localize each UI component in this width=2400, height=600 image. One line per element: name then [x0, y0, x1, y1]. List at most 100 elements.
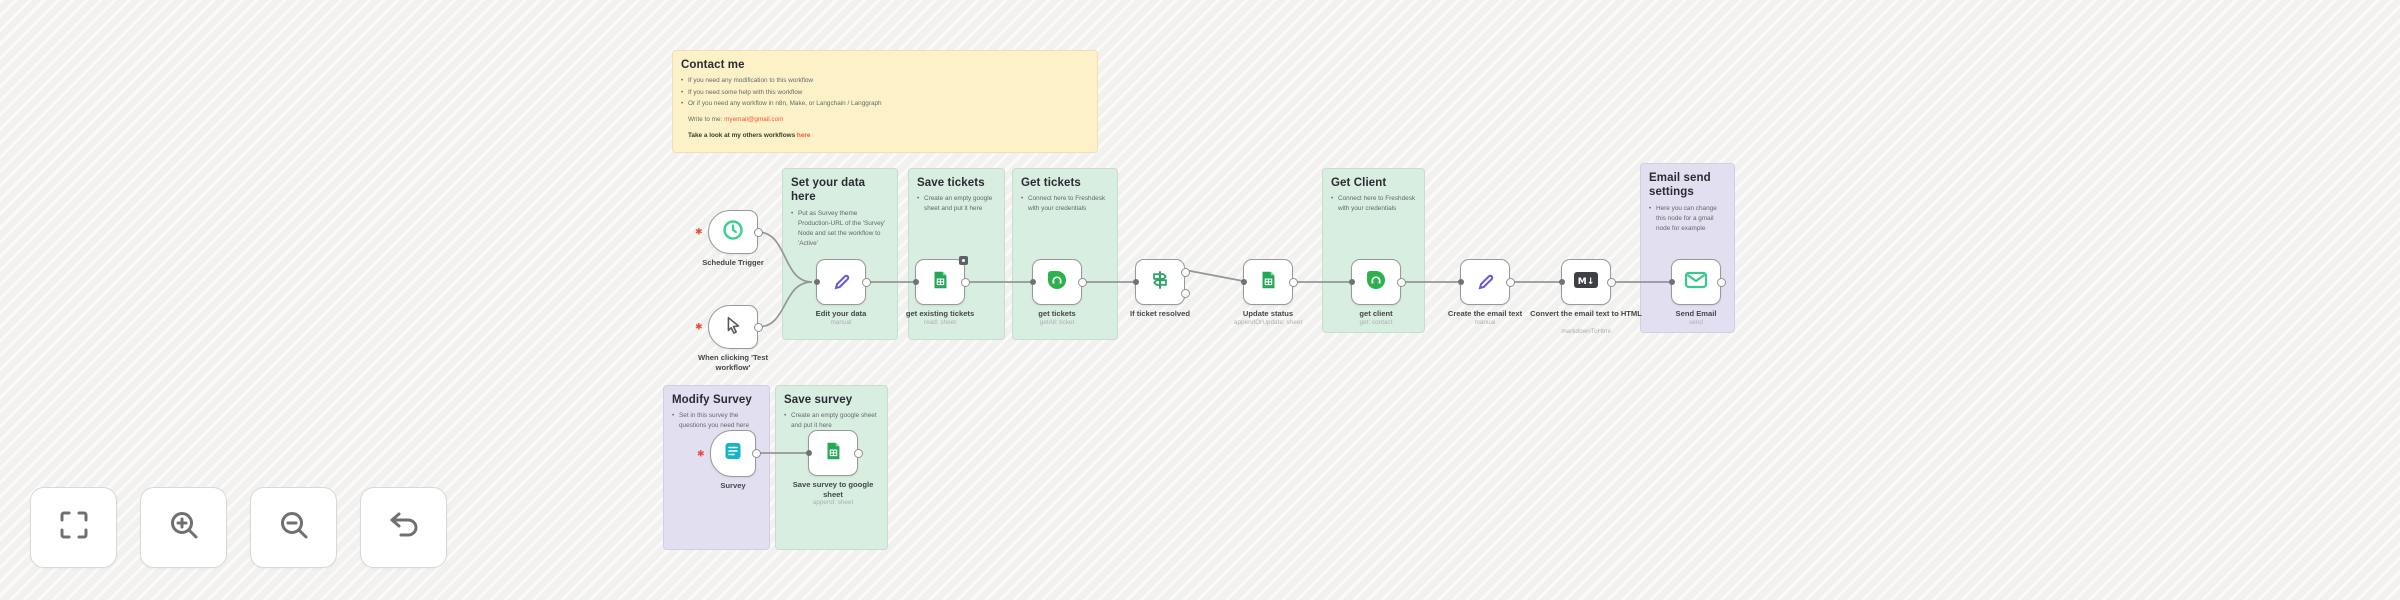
zoom-out-icon [277, 508, 311, 547]
output-port[interactable] [1606, 277, 1616, 287]
sticky-title: Get Client [1331, 177, 1387, 189]
output-port[interactable] [751, 449, 761, 458]
bullet: Or if you need any workflow in n8n, Make… [681, 99, 1089, 109]
freshdesk-icon [1045, 268, 1069, 297]
output-port[interactable] [753, 322, 763, 332]
output-port[interactable] [1288, 277, 1298, 287]
zoom-in-icon [167, 508, 201, 547]
cursor-icon [722, 314, 744, 341]
email-link[interactable]: myemail@gmail.com [724, 116, 784, 124]
write-label: Write to me: [688, 116, 725, 124]
fit-view-button[interactable] [30, 487, 117, 568]
undo-button[interactable] [360, 487, 447, 568]
bullet: Put as Survey theme Production-URL of th… [791, 209, 889, 249]
node-get-existing-tickets[interactable]: get existing tickets read: sheet [906, 256, 974, 326]
pencil-icon [1473, 268, 1497, 297]
google-sheets-icon [929, 269, 951, 296]
sticky-email-send-settings[interactable]: Email send settings Here you can change … [1640, 163, 1735, 333]
node-subtitle: send [1689, 319, 1703, 326]
bullet: Connect here to Freshdesk with your cred… [1331, 194, 1416, 214]
node-send-email[interactable]: Send Email send [1668, 259, 1726, 326]
input-port[interactable] [1668, 279, 1675, 285]
pencil-icon [829, 268, 853, 297]
node-subtitle: manual [830, 319, 852, 326]
node-survey-form-trigger[interactable]: ✱ Survey [697, 430, 761, 490]
svg-text:M↓: M↓ [1578, 277, 1595, 287]
sticky-set-your-data[interactable]: Set your data here Put as Survey theme P… [782, 168, 898, 340]
node-update-status[interactable]: Update status appendOrUpdate: sheet [1234, 259, 1302, 326]
canvas-toolbar [30, 487, 447, 568]
undo-icon [387, 508, 421, 547]
output-port[interactable] [853, 448, 863, 458]
if-signpost-icon [1148, 268, 1172, 297]
sticky-save-tickets[interactable]: Save tickets Create an empty google shee… [908, 168, 1005, 340]
sticky-title: Contact me [681, 59, 745, 71]
sticky-get-tickets[interactable]: Get tickets Connect here to Freshdesk wi… [1012, 168, 1118, 340]
bullet: Here you can change this node for a gmai… [1649, 204, 1726, 234]
output-port[interactable] [1716, 277, 1726, 287]
output-port[interactable] [1505, 277, 1515, 287]
sticky-title: Save tickets [917, 177, 985, 189]
node-subtitle: get: contact [1359, 319, 1393, 326]
output-port-false[interactable] [1180, 289, 1190, 298]
here-link[interactable]: here [796, 132, 811, 140]
issue-marker-icon: ✱ [695, 321, 703, 332]
input-port[interactable] [1240, 279, 1247, 285]
bullet: If you need some help with this workflow [681, 88, 1089, 98]
node-get-tickets[interactable]: get tickets getAll: ticket [1029, 259, 1087, 326]
zoom-out-button[interactable] [250, 487, 337, 568]
bullet: Set in this survey the questions you nee… [672, 411, 761, 431]
footer-label: Take a look at my others workflows [688, 132, 797, 140]
output-port-true[interactable] [1180, 268, 1190, 277]
input-port[interactable] [1558, 279, 1565, 285]
output-port[interactable] [861, 277, 871, 287]
output-port[interactable] [753, 227, 763, 237]
sticky-title: Modify Survey [672, 394, 752, 406]
input-port[interactable] [813, 279, 820, 285]
input-port[interactable] [1348, 279, 1355, 285]
node-if-ticket-resolved[interactable]: If ticket resolved [1130, 259, 1190, 318]
node-manual-trigger[interactable]: ✱ When clicking 'Test workflow' [695, 305, 768, 372]
node-create-email-text[interactable]: Create the email text manual [1448, 259, 1522, 326]
pinned-data-icon [959, 256, 968, 265]
output-port[interactable] [1077, 277, 1087, 287]
node-subtitle: manual [1474, 319, 1496, 326]
node-label: Edit your data [815, 309, 867, 318]
clock-icon [721, 218, 745, 247]
bullet: Connect here to Freshdesk with your cred… [1021, 194, 1109, 214]
node-subtitle: appendOrUpdate: sheet [1233, 319, 1303, 326]
fit-view-icon [57, 508, 91, 547]
sticky-get-client[interactable]: Get Client Connect here to Freshdesk wit… [1322, 168, 1425, 333]
input-port[interactable] [1029, 279, 1036, 285]
input-port[interactable] [805, 450, 812, 456]
bullet: Create an empty google sheet and put it … [917, 194, 996, 214]
sticky-title: Email send settings [1649, 172, 1711, 199]
sticky-title: Set your data here [791, 177, 866, 204]
zoom-in-button[interactable] [140, 487, 227, 568]
form-icon [723, 441, 743, 466]
sticky-contact-me[interactable]: Contact me If you need any modification … [672, 50, 1098, 153]
node-label: Create the email text [1447, 309, 1523, 318]
input-port[interactable] [912, 279, 919, 285]
footer-line: Take a look at my others workflows here [681, 131, 1089, 141]
node-get-client[interactable]: get client get: contact [1348, 259, 1406, 326]
output-port[interactable] [1396, 277, 1406, 287]
node-save-survey-to-sheet[interactable]: Save survey to google sheet append: shee… [793, 430, 873, 506]
output-port[interactable] [960, 277, 970, 287]
write-to-me-line: Write to me: myemail@gmail.com [681, 115, 1089, 125]
node-convert-to-html[interactable]: M↓ Convert the email text to HTML markdo… [1530, 259, 1642, 335]
google-sheets-icon [822, 440, 844, 467]
node-edit-your-data[interactable]: Edit your data manual [813, 259, 871, 326]
node-label: When clicking 'Test workflow' [697, 353, 769, 372]
input-port[interactable] [1132, 279, 1139, 285]
markdown-icon: M↓ [1573, 270, 1599, 295]
node-label: get client [1359, 309, 1393, 318]
bullet: If you need any modification to this wor… [681, 76, 1089, 86]
input-port[interactable] [1457, 279, 1464, 285]
node-label: Convert the email text to HTML [1530, 309, 1642, 318]
node-label: Save survey to google sheet [792, 480, 874, 499]
issue-marker-icon: ✱ [695, 226, 703, 237]
node-schedule-trigger[interactable]: ✱ Schedule Trigger [695, 210, 764, 267]
